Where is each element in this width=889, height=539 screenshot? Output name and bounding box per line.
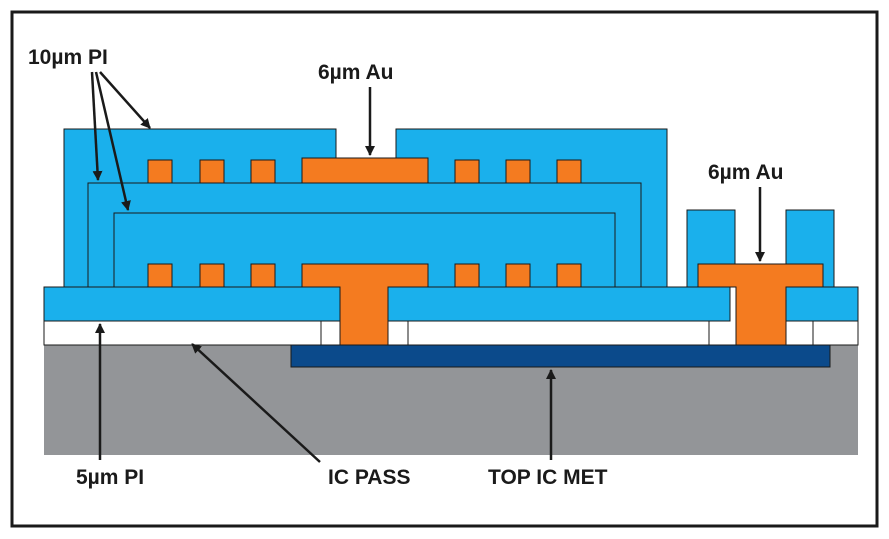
pi-base-middle <box>387 286 731 322</box>
gold-pad <box>505 263 531 288</box>
figure-frame <box>10 10 879 528</box>
label-top-ic-met: TOP IC MET <box>488 466 608 489</box>
leader-pi-middle <box>90 71 103 181</box>
label-6um-au-top: 6µm Au <box>318 61 394 84</box>
pi-base-left <box>43 286 341 322</box>
gold-top-contact <box>301 157 429 184</box>
gold-pad <box>199 263 225 288</box>
top-ic-metal <box>290 344 831 368</box>
gold-pad <box>250 263 276 288</box>
label-10um-pi: 10µm PI <box>28 46 108 69</box>
gold-via-left <box>301 263 429 346</box>
ic-passivation-right <box>812 320 859 346</box>
gold-pad <box>556 263 582 288</box>
ic-passivation-left <box>43 320 322 346</box>
leader-pi-inner <box>94 71 131 211</box>
leader-pi-top <box>99 71 151 129</box>
pi-base-right <box>785 286 859 322</box>
ic-passivation-middle <box>407 320 710 346</box>
label-ic-pass: IC PASS <box>328 466 410 489</box>
gold-pad <box>147 263 173 288</box>
gold-pad <box>505 159 531 184</box>
gold-pad <box>454 263 480 288</box>
label-5um-pi: 5µm PI <box>76 466 144 489</box>
gold-pad <box>199 159 225 184</box>
gold-pad <box>454 159 480 184</box>
gold-pad <box>147 159 173 184</box>
gold-pad <box>556 159 582 184</box>
label-6um-au-right: 6µm Au <box>708 161 784 184</box>
gold-via-right <box>697 263 824 346</box>
leader-ic-pass <box>191 343 321 463</box>
gold-pad <box>250 159 276 184</box>
